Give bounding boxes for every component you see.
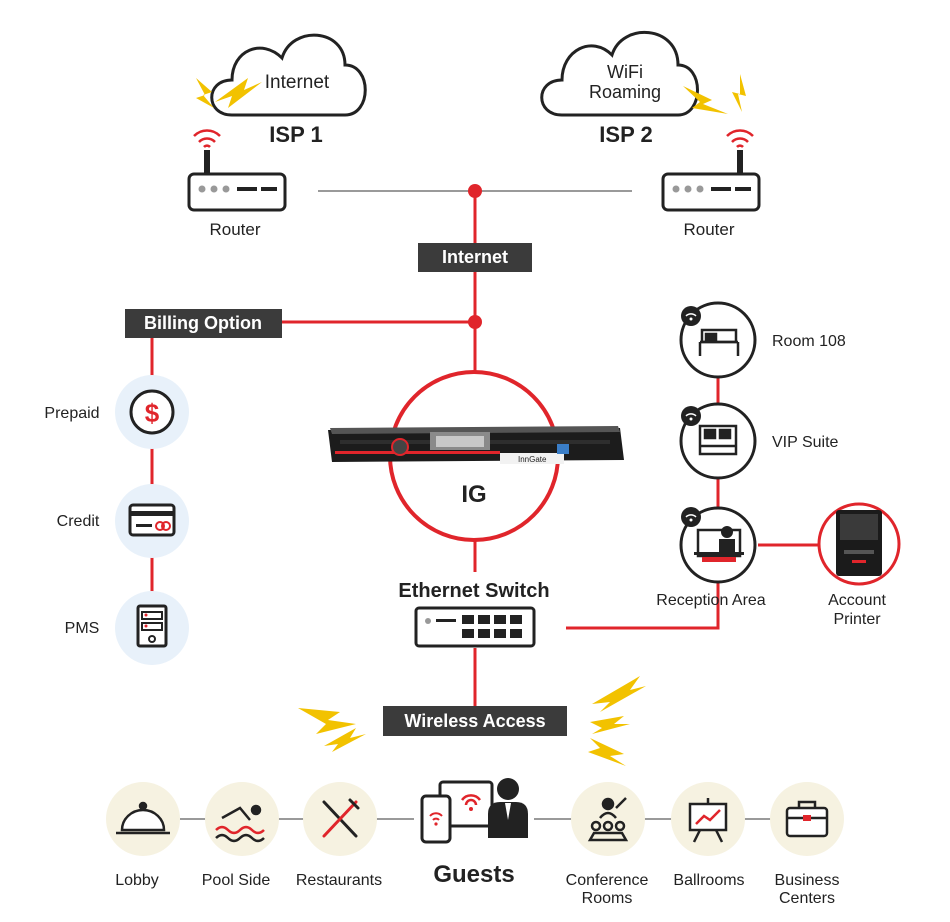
account-printer: Account Printer	[817, 502, 901, 628]
internet-junction-dot	[468, 184, 482, 198]
bolt-icon	[588, 738, 626, 766]
guests-devices-icon	[420, 778, 528, 844]
device-brand: InnGate	[518, 455, 547, 464]
router-label: Router	[209, 220, 260, 239]
router-icon	[187, 172, 287, 212]
billing-pms: PMS	[65, 591, 189, 665]
area-business-centers: Business Centers	[770, 782, 844, 907]
wireless-access-box: Wireless Access	[383, 706, 567, 736]
bolt-icon	[324, 728, 366, 752]
area-label: Pool Side	[202, 872, 271, 889]
bolt-icon	[590, 716, 630, 734]
switch-to-reception-line	[566, 582, 720, 630]
swimmer-icon	[215, 804, 265, 843]
ig-gateway: InnGate IG	[328, 370, 624, 542]
printer-icon	[836, 510, 882, 576]
cloud-icon	[540, 31, 699, 117]
ethernet-switch: Ethernet Switch	[398, 580, 550, 648]
switch-label: Ethernet Switch	[398, 580, 549, 602]
printer-label-line2: Printer	[833, 611, 881, 628]
connector-lines	[150, 184, 818, 820]
svg-text:$: $	[145, 398, 160, 428]
bolt-icon	[196, 78, 214, 108]
cloud-label-line2: Roaming	[589, 82, 661, 102]
bolt-icon	[298, 708, 356, 734]
lightning-bolts	[196, 74, 746, 766]
conference-icon	[587, 797, 629, 842]
printer-label-line1: Account	[828, 592, 886, 609]
utensils-icon	[322, 798, 360, 838]
reception-icon	[694, 526, 744, 562]
presentation-icon	[688, 798, 728, 843]
billing-option-box: Billing Option	[125, 309, 282, 338]
area-label-line2: Centers	[779, 890, 835, 907]
bed-icon	[698, 328, 740, 356]
bolt-icon	[732, 74, 746, 112]
bolt-icon	[683, 86, 728, 114]
area-label-line1: Business	[775, 872, 840, 889]
room-108: Room 108	[679, 301, 846, 379]
isp-label: ISP 2	[599, 122, 652, 147]
area-lobby: Lobby	[106, 782, 180, 889]
internet-box-label: Internet	[442, 247, 508, 267]
billing-label: Credit	[57, 513, 100, 530]
area-pool-side: Pool Side	[202, 782, 279, 889]
room-label: Room 108	[772, 333, 846, 350]
cloud-isp2: WiFi Roaming ISP 2	[540, 31, 699, 147]
router-left: Router	[187, 129, 287, 239]
guests-label: Guests	[433, 861, 514, 888]
wifi-signal-icon	[193, 129, 221, 137]
guests-group: Guests	[420, 778, 528, 888]
internet-box: Internet	[418, 243, 532, 272]
router-icon	[661, 172, 761, 212]
billing-junction-dot	[468, 315, 482, 329]
room-reception: Reception Area	[656, 506, 766, 609]
room-label: VIP Suite	[772, 434, 839, 451]
area-label-line1: Conference	[566, 872, 649, 889]
inngate-device-icon: InnGate	[328, 426, 624, 464]
switch-icon	[414, 606, 536, 648]
billing-credit: Credit	[57, 484, 189, 558]
wireless-box-label: Wireless Access	[404, 711, 545, 731]
wifi-signal-icon	[726, 129, 754, 137]
billing-label: Prepaid	[44, 405, 99, 422]
area-label: Restaurants	[296, 872, 382, 889]
area-label: Lobby	[115, 872, 159, 889]
credit-card-icon	[128, 503, 176, 537]
router-label: Router	[683, 220, 734, 239]
isp-label: ISP 1	[269, 122, 322, 147]
area-label-line2: Rooms	[582, 890, 633, 907]
area-restaurants: Restaurants	[296, 782, 382, 889]
room-vip: VIP Suite	[679, 402, 839, 480]
bolt-icon	[592, 676, 646, 712]
billing-box-label: Billing Option	[144, 313, 262, 333]
room-label: Reception Area	[656, 592, 766, 609]
area-label: Ballrooms	[673, 872, 744, 889]
billing-prepaid: $ Prepaid	[44, 375, 189, 449]
ig-label: IG	[461, 481, 486, 508]
dollar-icon: $	[129, 389, 175, 435]
cloud-label-line1: WiFi	[607, 62, 643, 82]
briefcase-icon	[785, 800, 829, 838]
cloche-icon	[116, 801, 170, 835]
cloud-label: Internet	[265, 72, 330, 93]
router-right: Router	[661, 129, 761, 239]
area-ballrooms: Ballrooms	[671, 782, 745, 889]
suite-bed-icon	[698, 424, 738, 456]
cloud-isp1: Internet ISP 1	[210, 33, 367, 147]
billing-label: PMS	[65, 620, 100, 637]
cloud-icon	[210, 33, 367, 117]
area-conference: Conference Rooms	[566, 782, 649, 907]
bolt-icon	[215, 78, 262, 108]
server-icon	[136, 604, 168, 648]
